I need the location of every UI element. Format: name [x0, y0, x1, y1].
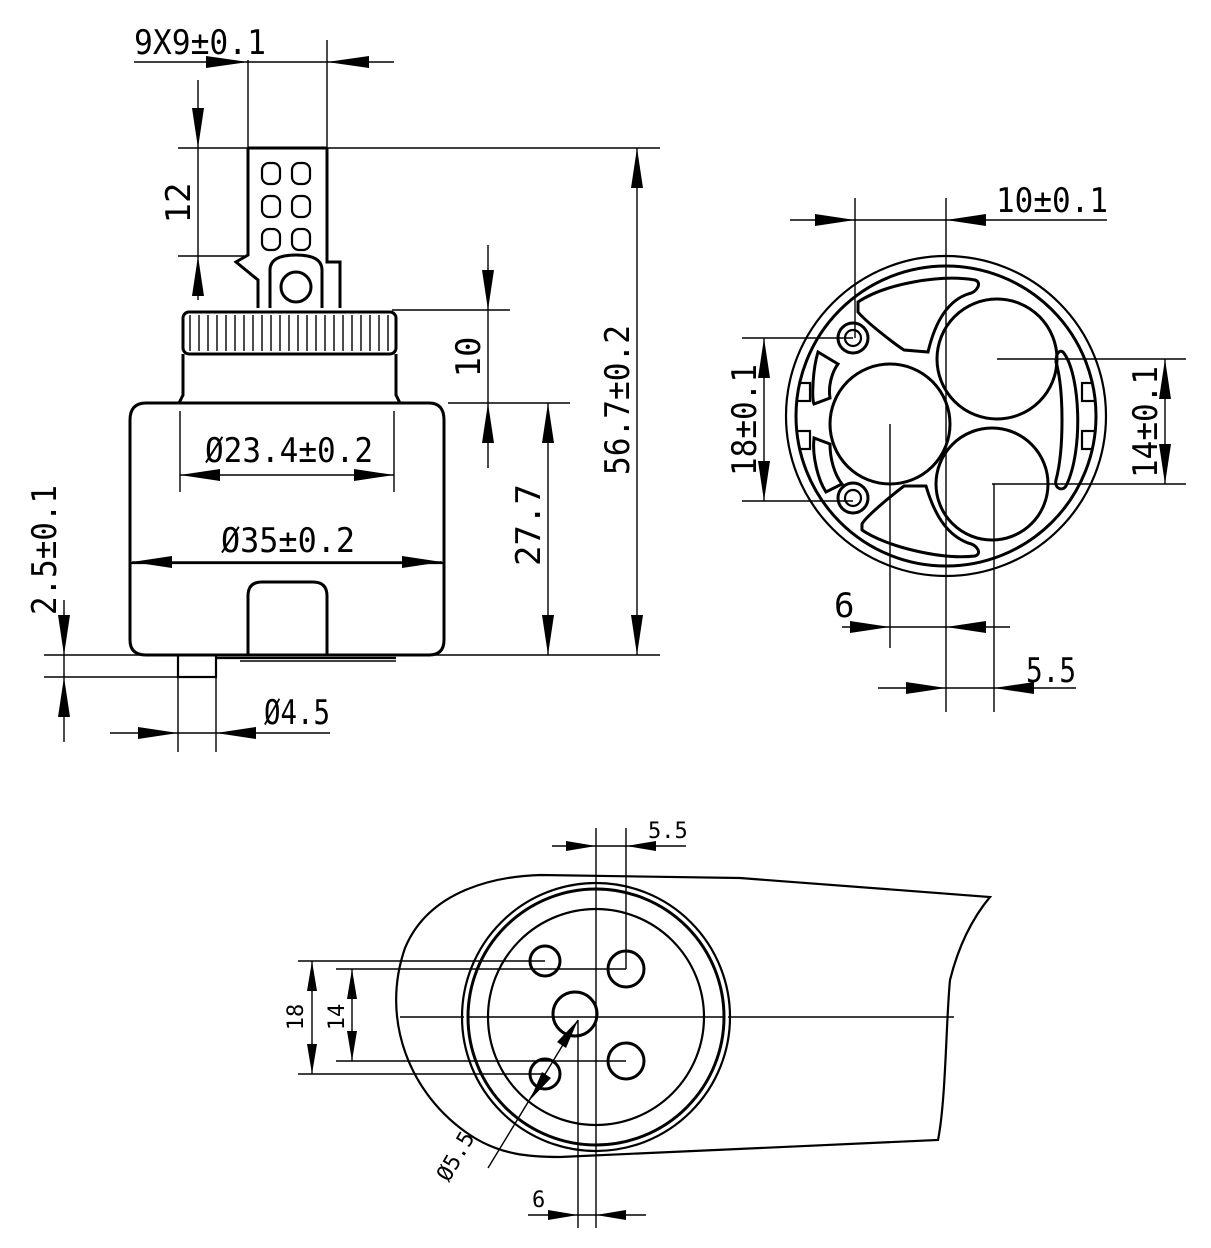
collar-height-label: 10	[449, 337, 489, 378]
stem-pin-hole	[279, 270, 313, 304]
base-hole-diameter-label: Ø5.5	[432, 1128, 480, 1186]
base-dimension-arrows	[307, 841, 656, 1220]
knurled-collar	[177, 310, 402, 404]
left-span-label: 18±0.1	[725, 364, 765, 476]
bottom-view: 10±0.1 18±0.1 14±0.1 6 5.5	[725, 181, 1186, 712]
base-span-inner-label: 14	[325, 1004, 350, 1031]
pin-diameter-label: Ø4.5	[264, 693, 330, 733]
total-height-label: 56.7±0.2	[598, 325, 638, 475]
side-dimension-arrows	[58, 56, 643, 739]
bottom-dimension-lines	[742, 198, 1186, 712]
body-height-label: 27.7	[509, 484, 549, 566]
offset-right-label: 5.5	[1026, 651, 1076, 691]
base-bottom-offset-label: 6	[532, 1188, 545, 1213]
base-offset-label: 2.5±0.1	[25, 485, 65, 615]
bottom-dimension-arrows	[758, 214, 1171, 694]
base-view: 5.5 18 14 Ø5.5 6	[284, 819, 993, 1228]
offset-left-label: 6	[834, 586, 854, 626]
right-span-label: 14±0.1	[1126, 366, 1166, 478]
upper-diameter-label: Ø23.4±0.2	[205, 431, 373, 471]
stem-size-label: 9X9±0.1	[134, 23, 266, 63]
base-top-offset-label: 5.5	[648, 819, 688, 844]
stem-height-label: 12	[159, 183, 199, 224]
handle-outline	[395, 873, 993, 1159]
body-diameter-label: Ø35±0.2	[221, 521, 355, 561]
top-offset-label: 10±0.1	[996, 181, 1108, 221]
side-dimension-lines	[44, 40, 660, 752]
kidney-slots	[811, 276, 1080, 559]
cartridge-body	[128, 401, 446, 679]
base-span-outer-label: 18	[284, 1004, 309, 1031]
stem-grip-holes	[260, 161, 312, 252]
stem	[233, 146, 342, 308]
bottom-dimension-labels: 10±0.1 18±0.1 14±0.1 6 5.5	[725, 181, 1166, 691]
side-dimension-labels: 9X9±0.1 12 10 27.7 56.7±0.2 Ø23.4±0.2 Ø3…	[25, 23, 638, 733]
side-view: 9X9±0.1 12 10 27.7 56.7±0.2 Ø23.4±0.2 Ø3…	[25, 23, 660, 752]
base-dimension-lines	[298, 828, 686, 1228]
